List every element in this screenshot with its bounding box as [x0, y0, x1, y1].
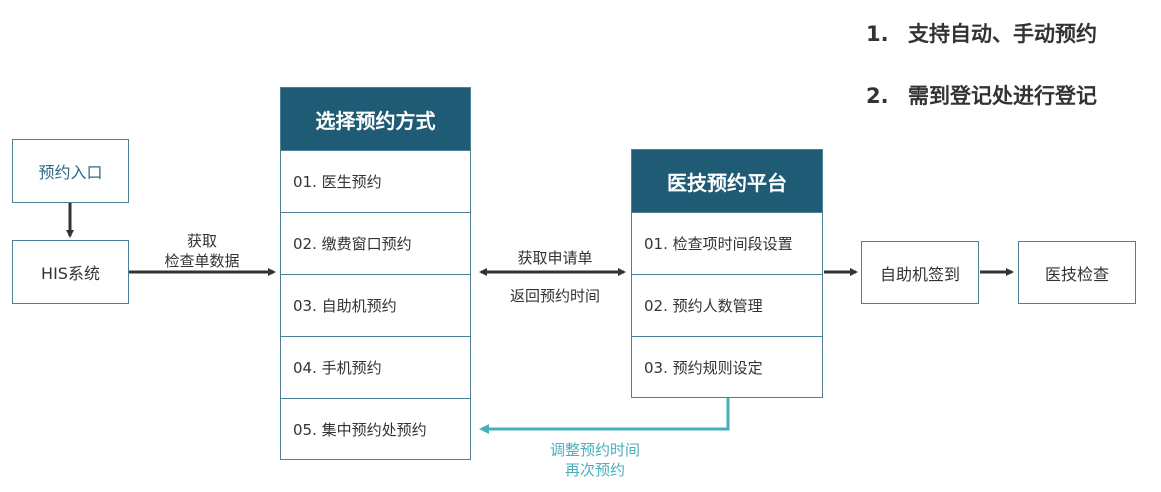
reschedule-label-line2: 再次预约 — [564, 461, 625, 479]
note-1: 1. 支持自动、手动预约 — [866, 18, 1097, 48]
select-method-panel: 选择预约方式 01. 医生预约 02. 缴费窗口预约 03. 自助机预约 04.… — [280, 87, 471, 460]
select-method-item: 04. 手机预约 — [281, 336, 470, 398]
entry-box: 预约入口 — [12, 139, 129, 203]
platform-item: 02. 预约人数管理 — [632, 274, 822, 336]
platform-item: 03. 预约规则设定 — [632, 336, 822, 397]
reschedule-label-line1: 调整预约时间 — [549, 441, 640, 459]
note-2: 2. 需到登记处进行登记 — [866, 80, 1097, 110]
platform-item: 01. 检查项时间段设置 — [632, 212, 822, 274]
his-to-select-label-line1: 获取 — [186, 232, 217, 250]
his-to-select-label-line2: 检查单数据 — [164, 252, 240, 270]
platform-title: 医技预约平台 — [632, 150, 822, 212]
arrow-reschedule-feedback — [479, 397, 730, 434]
medical-exam-box: 医技检查 — [1018, 241, 1136, 304]
his-to-select-label: 获取 检查单数据 — [150, 231, 254, 271]
select-method-item: 05. 集中预约处预约 — [281, 398, 470, 459]
select-method-item: 02. 缴费窗口预约 — [281, 212, 470, 274]
his-system-box: HIS系统 — [12, 240, 129, 304]
exchange-label-bottom: 返回预约时间 — [509, 287, 600, 305]
reschedule-label: 调整预约时间 再次预约 — [530, 440, 660, 480]
note-2-text: 需到登记处进行登记 — [908, 84, 1097, 108]
select-method-title: 选择预约方式 — [281, 88, 470, 150]
note-1-number: 1. — [866, 22, 889, 46]
select-method-item: 01. 医生预约 — [281, 150, 470, 212]
self-service-checkin-box: 自助机签到 — [861, 241, 979, 304]
select-method-item: 03. 自助机预约 — [281, 274, 470, 336]
note-1-text: 支持自动、手动预约 — [908, 22, 1097, 46]
platform-panel: 医技预约平台 01. 检查项时间段设置 02. 预约人数管理 03. 预约规则设… — [631, 149, 823, 398]
exchange-label-top: 获取申请单 — [517, 249, 593, 267]
note-2-number: 2. — [866, 84, 889, 108]
